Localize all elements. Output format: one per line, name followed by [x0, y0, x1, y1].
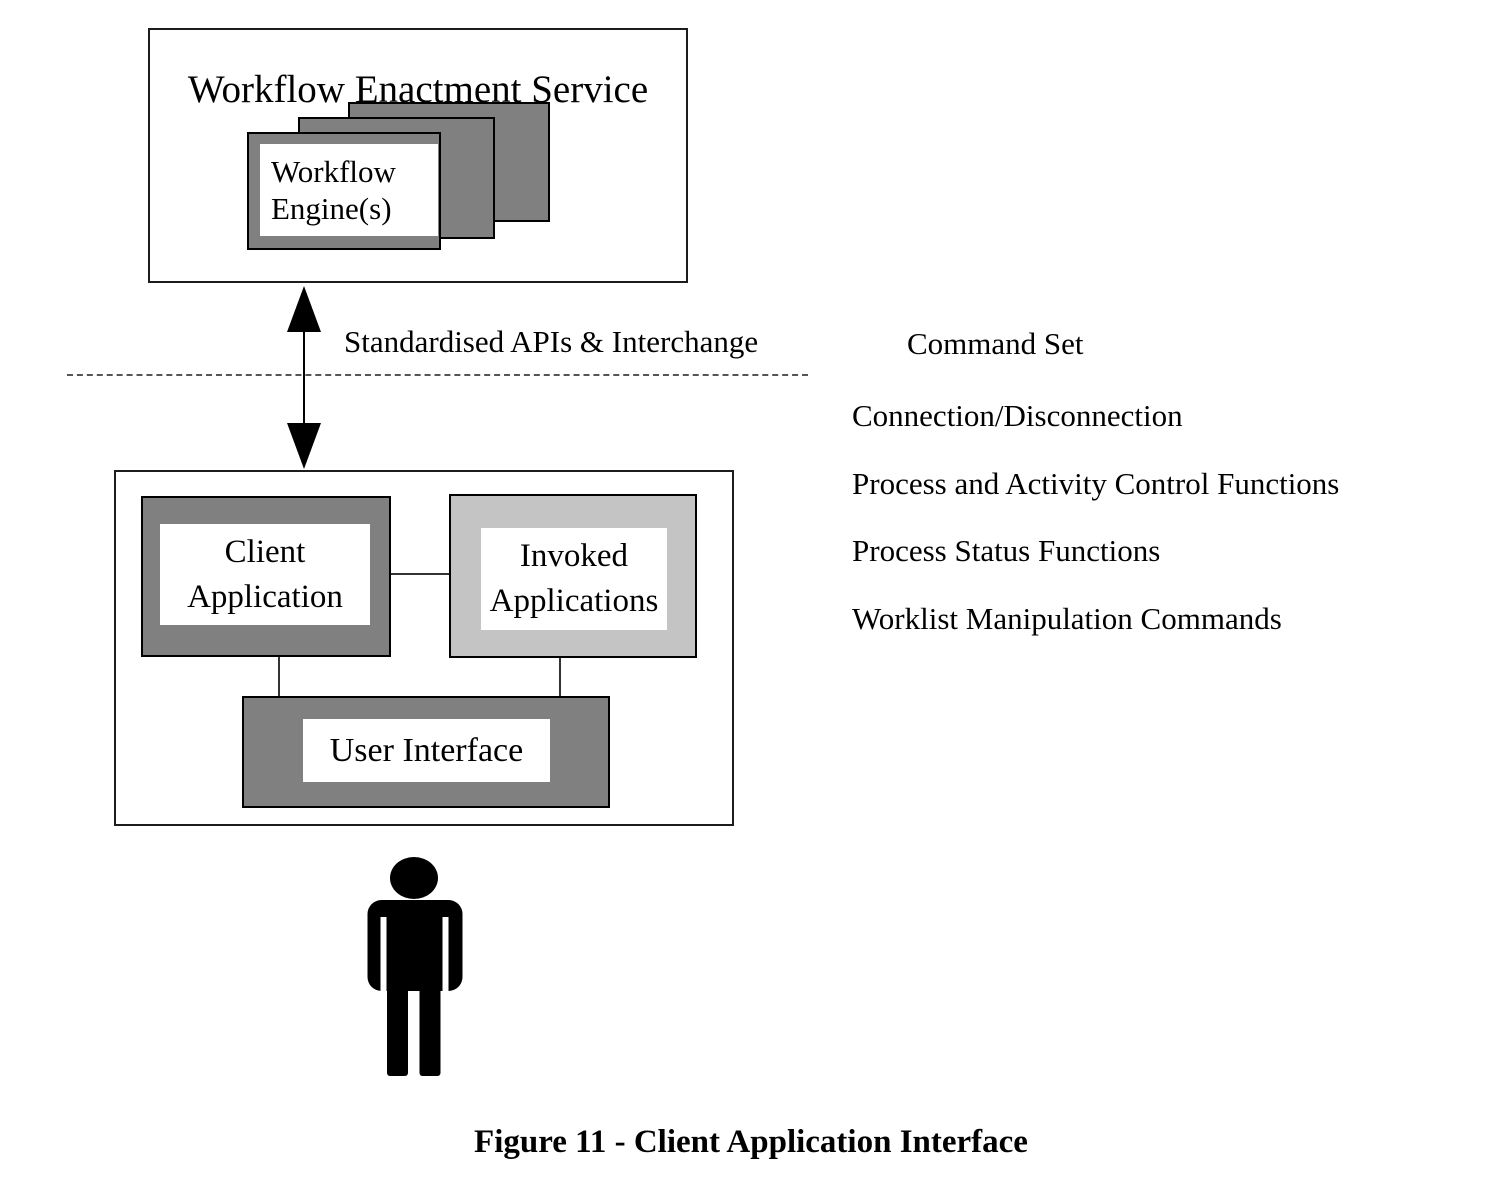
client-application-label: Client Application	[160, 524, 370, 625]
command-set-title: Command Set	[907, 326, 1084, 361]
command-set-item: Process Status Functions	[852, 533, 1161, 568]
double-headed-arrow-icon	[287, 286, 321, 469]
invoked-applications-line1: Invoked	[519, 538, 629, 574]
connector-invoked-ui	[559, 658, 561, 696]
enactment-service-box: Workflow Enactment Service Workflow Engi…	[148, 28, 688, 283]
engine-label-line2: Engine(s)	[271, 191, 392, 226]
connector-client-invoked	[390, 573, 450, 575]
engine-label: Workflow Engine(s)	[260, 144, 438, 236]
invoked-applications-box: Invoked Applications	[449, 494, 697, 658]
command-set-item: Worklist Manipulation Commands	[852, 601, 1282, 636]
person-icon	[367, 857, 463, 1076]
client-application-box: Client Application	[141, 496, 391, 657]
client-application-line2: Application	[187, 578, 343, 615]
user-interface-box: User Interface	[242, 696, 610, 808]
command-set-item: Process and Activity Control Functions	[852, 466, 1340, 501]
interface-divider-line	[67, 374, 808, 376]
api-interchange-label: Standardised APIs & Interchange	[344, 324, 759, 359]
engine-label-line1: Workflow	[271, 154, 396, 189]
client-application-line1: Client	[224, 533, 306, 570]
invoked-applications-label: Invoked Applications	[481, 528, 667, 630]
command-set-item: Connection/Disconnection	[852, 398, 1183, 433]
engine-front-box: Workflow Engine(s)	[247, 132, 441, 250]
invoked-applications-line2: Applications	[489, 583, 659, 619]
client-domain-box: Client Application Invoked Applications …	[114, 470, 734, 826]
figure-caption: Figure 11 - Client Application Interface	[474, 1124, 1028, 1160]
user-interface-label: User Interface	[303, 719, 550, 782]
connector-client-ui	[278, 656, 280, 696]
